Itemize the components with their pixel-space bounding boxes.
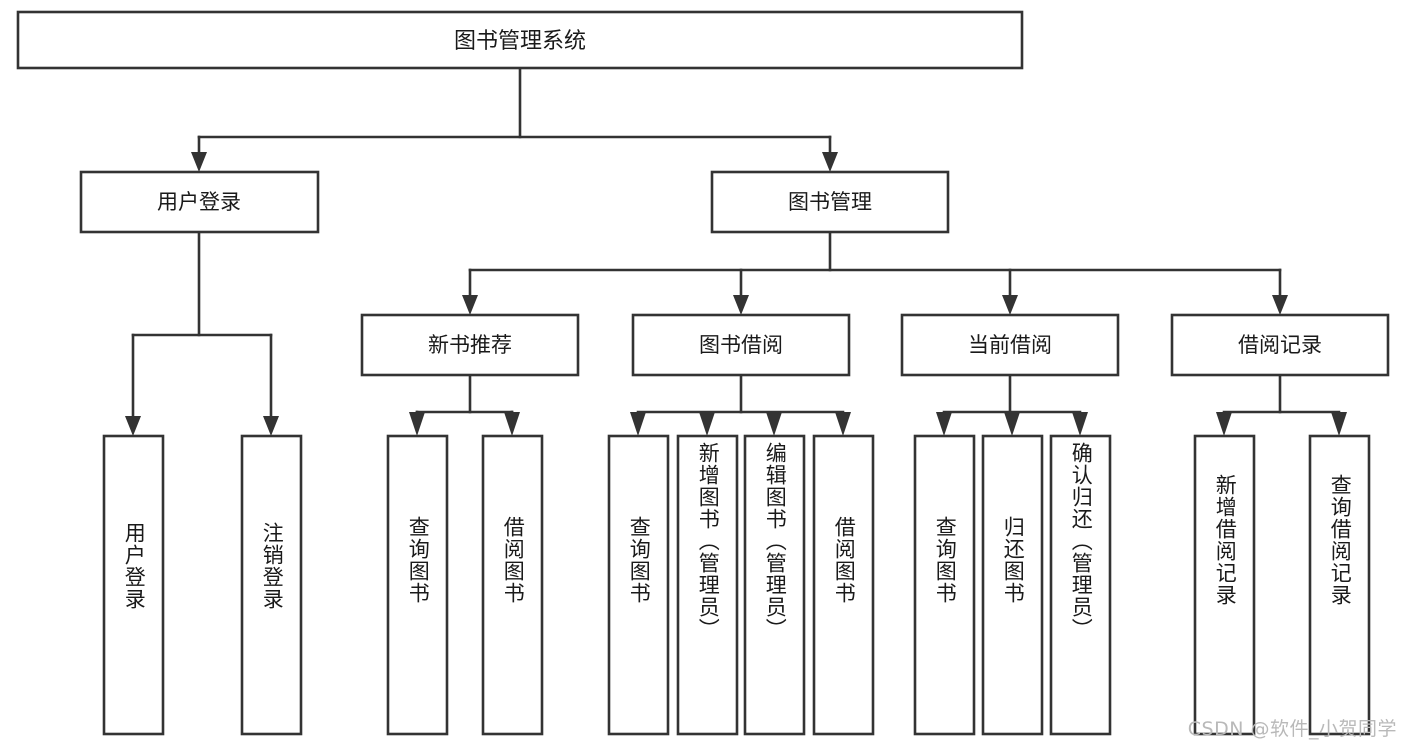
- leaf-box-borrow-books-bw[interactable]: [812, 434, 875, 736]
- arrow-head-icon: [835, 412, 851, 436]
- connector-group-root: [191, 66, 838, 172]
- node-user-login-box[interactable]: [79, 170, 320, 234]
- arrow-head-icon: [699, 412, 715, 436]
- node-new-book-recommend-box[interactable]: [360, 313, 580, 377]
- arrow-head-icon: [1331, 412, 1347, 436]
- connector-group-current: [936, 373, 1088, 436]
- node-root-label: 图书管理系统: [454, 29, 586, 54]
- node-borrow-records-box[interactable]: [1170, 313, 1390, 377]
- arrow-head-icon: [1072, 412, 1088, 436]
- node-new-book-recommend-label: 新书推荐: [428, 333, 512, 357]
- node-user-login-label: 用户登录: [157, 190, 241, 214]
- node-root[interactable]: 图书管理系统: [16, 10, 1024, 70]
- leaf-box-confirm-return-admin[interactable]: [1049, 434, 1112, 736]
- arrow-head-icon: [191, 152, 207, 172]
- node-new-book-recommend[interactable]: 新书推荐: [360, 313, 580, 377]
- leaf-box-edit-book-admin[interactable]: [743, 434, 806, 736]
- arrow-head-icon: [409, 412, 425, 436]
- leaf-box-logout[interactable]: [240, 434, 303, 736]
- leaf-box-return-books[interactable]: [981, 434, 1044, 736]
- node-book-management[interactable]: 图书管理: [710, 170, 950, 234]
- connector-group-user-login: [125, 230, 279, 436]
- leaf-box-query-books-bw[interactable]: [607, 434, 670, 736]
- leaf-box-query-record[interactable]: [1308, 434, 1371, 736]
- connector-group-book-mgmt: [462, 230, 1288, 315]
- arrow-head-icon: [936, 412, 952, 436]
- leaf-box-query-books-cb[interactable]: [913, 434, 976, 736]
- arrow-head-icon: [1216, 412, 1232, 436]
- leaf-box-user-login[interactable]: [102, 434, 165, 736]
- leaf-box-group: [102, 434, 1371, 736]
- leaf-box-borrow-books-nb[interactable]: [481, 434, 544, 736]
- node-current-borrow-label: 当前借阅: [968, 333, 1052, 357]
- leaf-box-query-books-nb[interactable]: [386, 434, 449, 736]
- node-user-login[interactable]: 用户登录: [79, 170, 320, 234]
- node-book-borrow-label: 图书借阅: [699, 333, 783, 357]
- leaf-box-add-book-admin[interactable]: [676, 434, 739, 736]
- arrow-head-icon: [822, 152, 838, 172]
- node-current-borrow[interactable]: 当前借阅: [900, 313, 1120, 377]
- node-root-box[interactable]: [16, 10, 1024, 70]
- leaf-box-add-record[interactable]: [1193, 434, 1256, 736]
- arrow-head-icon: [1272, 295, 1288, 315]
- node-borrow-records[interactable]: 借阅记录: [1170, 313, 1390, 377]
- connector-group-borrow: [630, 373, 851, 436]
- node-borrow-records-label: 借阅记录: [1238, 333, 1322, 357]
- arrow-head-icon: [630, 412, 646, 436]
- arrow-head-icon: [263, 416, 279, 436]
- connector-group-new-books: [409, 373, 520, 436]
- node-current-borrow-box[interactable]: [900, 313, 1120, 377]
- node-book-management-box[interactable]: [710, 170, 950, 234]
- connector-group-records: [1216, 373, 1347, 436]
- arrow-head-icon: [766, 412, 782, 436]
- node-book-borrow-box[interactable]: [631, 313, 851, 377]
- arrow-head-icon: [462, 295, 478, 315]
- arrow-head-icon: [733, 295, 749, 315]
- watermark-text: CSDN @软件_小贺同学: [1187, 718, 1397, 740]
- arrow-head-icon: [1002, 295, 1018, 315]
- arrow-head-icon: [125, 416, 141, 436]
- arrow-head-icon: [1004, 412, 1020, 436]
- arrow-head-icon: [504, 412, 520, 436]
- node-book-borrow[interactable]: 图书借阅: [631, 313, 851, 377]
- node-book-management-label: 图书管理: [788, 190, 872, 214]
